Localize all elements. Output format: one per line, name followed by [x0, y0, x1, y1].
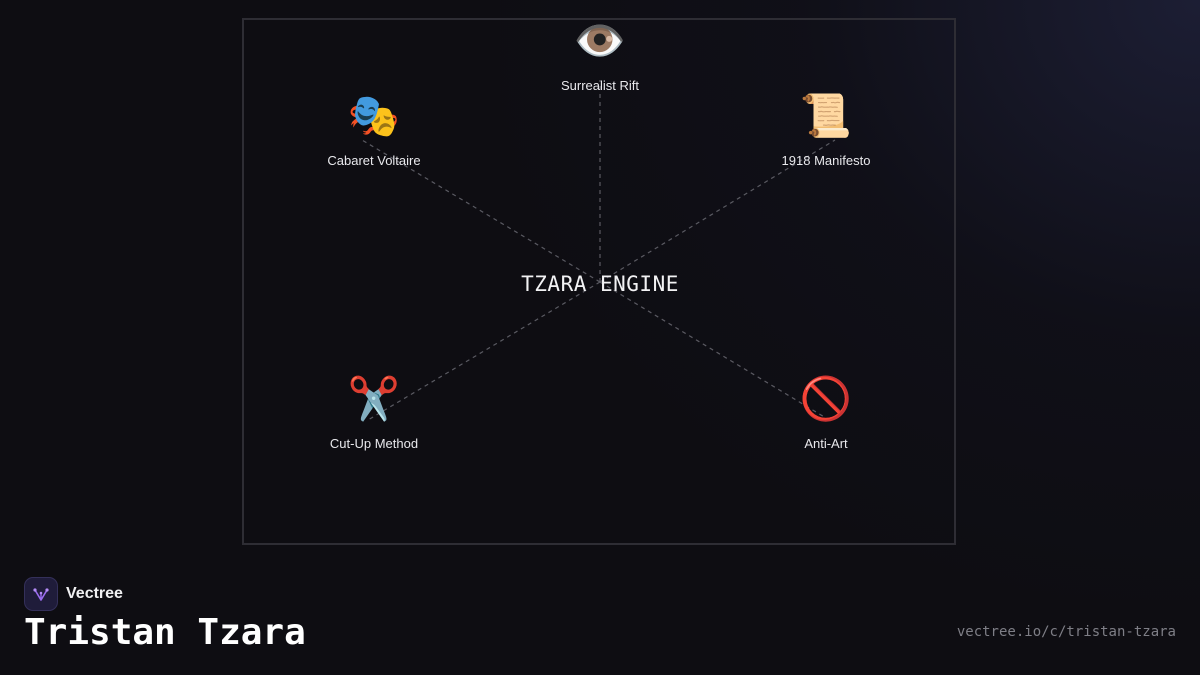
node-label: 1918 Manifesto — [781, 153, 871, 168]
node-1918-manifesto[interactable]: 📜 1918 Manifesto — [736, 91, 916, 168]
node-anti-art[interactable]: 🚫 Anti-Art — [736, 374, 916, 451]
node-label: Anti-Art — [804, 436, 848, 451]
node-cut-up-method[interactable]: ✂️ Cut-Up Method — [284, 374, 464, 451]
scissors-icon: ✂️ — [347, 375, 401, 422]
brand-name: Vectree — [66, 585, 123, 602]
eye-icon: 👁️ — [573, 17, 627, 64]
theater-masks-icon: 🎭 — [347, 92, 401, 139]
node-label: Cut-Up Method — [329, 436, 419, 451]
node-surrealist-rift[interactable]: 👁️ Surrealist Rift — [510, 16, 690, 93]
brand[interactable]: Vectree — [24, 577, 123, 611]
node-cabaret-voltaire[interactable]: 🎭 Cabaret Voltaire — [284, 91, 464, 168]
node-label: Surrealist Rift — [560, 78, 640, 93]
diagram-frame — [242, 18, 956, 545]
center-node-label: TZARA ENGINE — [521, 272, 679, 296]
node-label: Cabaret Voltaire — [327, 153, 421, 168]
scroll-icon: 📜 — [799, 92, 853, 139]
prohibited-icon: 🚫 — [799, 375, 853, 422]
vectree-logo-icon — [24, 577, 58, 611]
page-url[interactable]: vectree.io/c/tristan-tzara — [956, 624, 1176, 640]
page-title: Tristan Tzara — [24, 612, 306, 653]
